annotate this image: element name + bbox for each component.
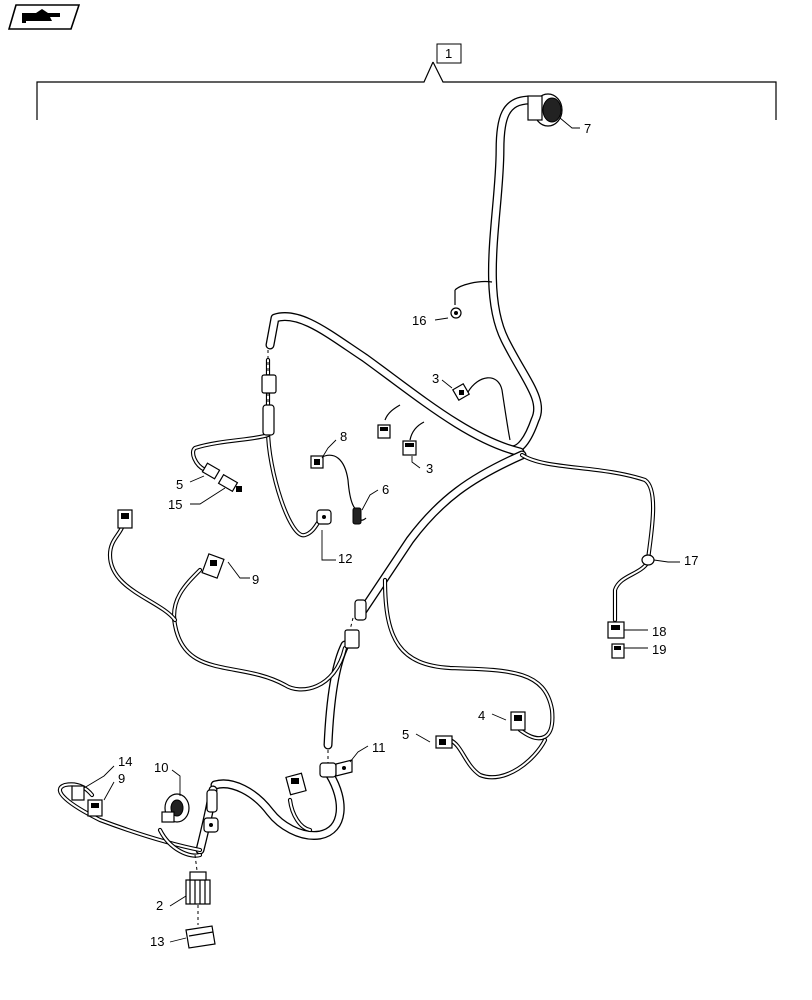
callout-13: 13 <box>150 934 164 949</box>
callout-10: 10 <box>154 760 168 775</box>
clip-upper-left <box>261 374 277 394</box>
connector-3-lower <box>377 424 417 456</box>
callout-7: 7 <box>584 121 591 136</box>
callout-8: 8 <box>340 429 347 444</box>
callout-4: 4 <box>478 708 485 723</box>
hand-pointing-icon[interactable] <box>7 4 81 30</box>
connector-left-top <box>117 509 133 529</box>
callout-5-lower: 5 <box>402 727 409 742</box>
clip-middle <box>344 629 360 649</box>
diode-6 <box>352 507 362 525</box>
callout-12: 12 <box>338 551 352 566</box>
sleeve-middle <box>354 599 367 621</box>
callout-9-middle: 9 <box>252 572 259 587</box>
callout-16: 16 <box>412 313 426 328</box>
callout-11: 11 <box>372 740 386 755</box>
grommet-17 <box>641 554 655 566</box>
leader-lines <box>83 117 680 943</box>
connector-8 <box>310 455 324 469</box>
connector-9-middle <box>201 553 225 579</box>
callout-15: 15 <box>168 497 182 512</box>
callout-17: 17 <box>684 553 698 568</box>
switch-10 <box>161 793 190 823</box>
callout-3-lower: 3 <box>426 461 433 476</box>
main-harness <box>195 95 543 855</box>
sensor-5-15 <box>201 462 242 493</box>
connector-3-upper <box>451 382 471 402</box>
connector-5-lower <box>435 735 453 749</box>
clip-11 <box>319 759 353 778</box>
callout-19: 19 <box>652 642 666 657</box>
components <box>71 93 655 949</box>
callout-6: 6 <box>382 482 389 497</box>
assembly-dashes <box>194 350 354 925</box>
callout-5-upper: 5 <box>176 477 183 492</box>
ring-terminal-16 <box>450 307 462 319</box>
callout-14: 14 <box>118 754 132 769</box>
assembly-bracket: 1 <box>36 43 777 120</box>
callout-18: 18 <box>652 624 666 639</box>
callout-9-lower: 9 <box>118 771 125 786</box>
connector-14-9 <box>71 785 103 817</box>
round-connector-7 <box>527 93 563 127</box>
cover-13 <box>185 925 216 949</box>
connector-18-19 <box>607 621 625 659</box>
callout-3-upper: 3 <box>432 371 439 386</box>
connector-lower-middle <box>285 772 307 796</box>
callout-1: 1 <box>445 46 452 61</box>
callout-labels: 7 16 3 3 8 6 5 15 12 9 17 18 19 4 5 11 1… <box>118 121 698 949</box>
plug-2 <box>185 871 211 905</box>
connector-4 <box>510 711 526 731</box>
sleeve-left <box>262 404 275 436</box>
callout-2: 2 <box>156 898 163 913</box>
clip-lower-left <box>203 789 219 833</box>
clip-12 <box>316 509 332 525</box>
